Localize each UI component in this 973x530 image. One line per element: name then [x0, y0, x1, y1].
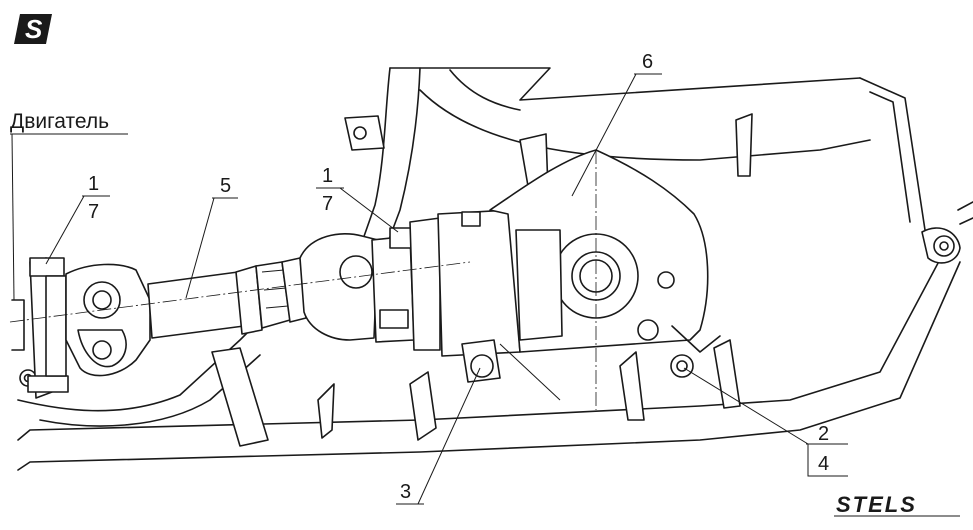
- callout-2-4: 2 4: [683, 367, 848, 477]
- callout-5-label: 5: [220, 175, 231, 197]
- callout-1-7-right-top: 1: [322, 165, 333, 187]
- engine-label-callout: Двигатель: [10, 110, 128, 301]
- logo-letter: S: [25, 14, 43, 44]
- stels-wordmark-text: STELS: [836, 492, 917, 517]
- callout-6-label: 6: [642, 51, 653, 73]
- callout-1-7-right-bottom: 7: [322, 193, 333, 215]
- rear-gearbox-housing: [409, 149, 721, 401]
- propeller-shaft: [147, 257, 307, 339]
- frame: [17, 67, 973, 471]
- callout-1-7-right: 1 7: [316, 165, 399, 233]
- mount-bolt-3: [470, 354, 494, 378]
- callout-6: 6: [571, 51, 662, 197]
- engine-flange: [11, 257, 69, 399]
- right-universal-joint: [299, 227, 425, 343]
- engine-label: Двигатель: [10, 110, 109, 133]
- flange-bolt-top: [29, 257, 65, 277]
- stels-logo-icon: S: [14, 14, 52, 44]
- pinion-bolt-bottom: [379, 309, 409, 329]
- callout-3: 3: [396, 367, 481, 505]
- callout-3-label: 3: [400, 481, 411, 503]
- callout-2-4-top: 2: [818, 423, 829, 445]
- callout-1-7-left-bottom: 7: [88, 201, 99, 223]
- left-universal-joint: [65, 263, 151, 377]
- callout-5: 5: [185, 175, 238, 299]
- stels-wordmark: STELS: [834, 492, 960, 517]
- callout-1-7-left-top: 1: [88, 173, 99, 195]
- callout-1-7-left: 1 7: [45, 173, 110, 265]
- callout-2-4-bottom: 4: [818, 453, 829, 475]
- flange-bolt-bottom: [27, 375, 69, 393]
- shaft-centerline: [9, 261, 471, 323]
